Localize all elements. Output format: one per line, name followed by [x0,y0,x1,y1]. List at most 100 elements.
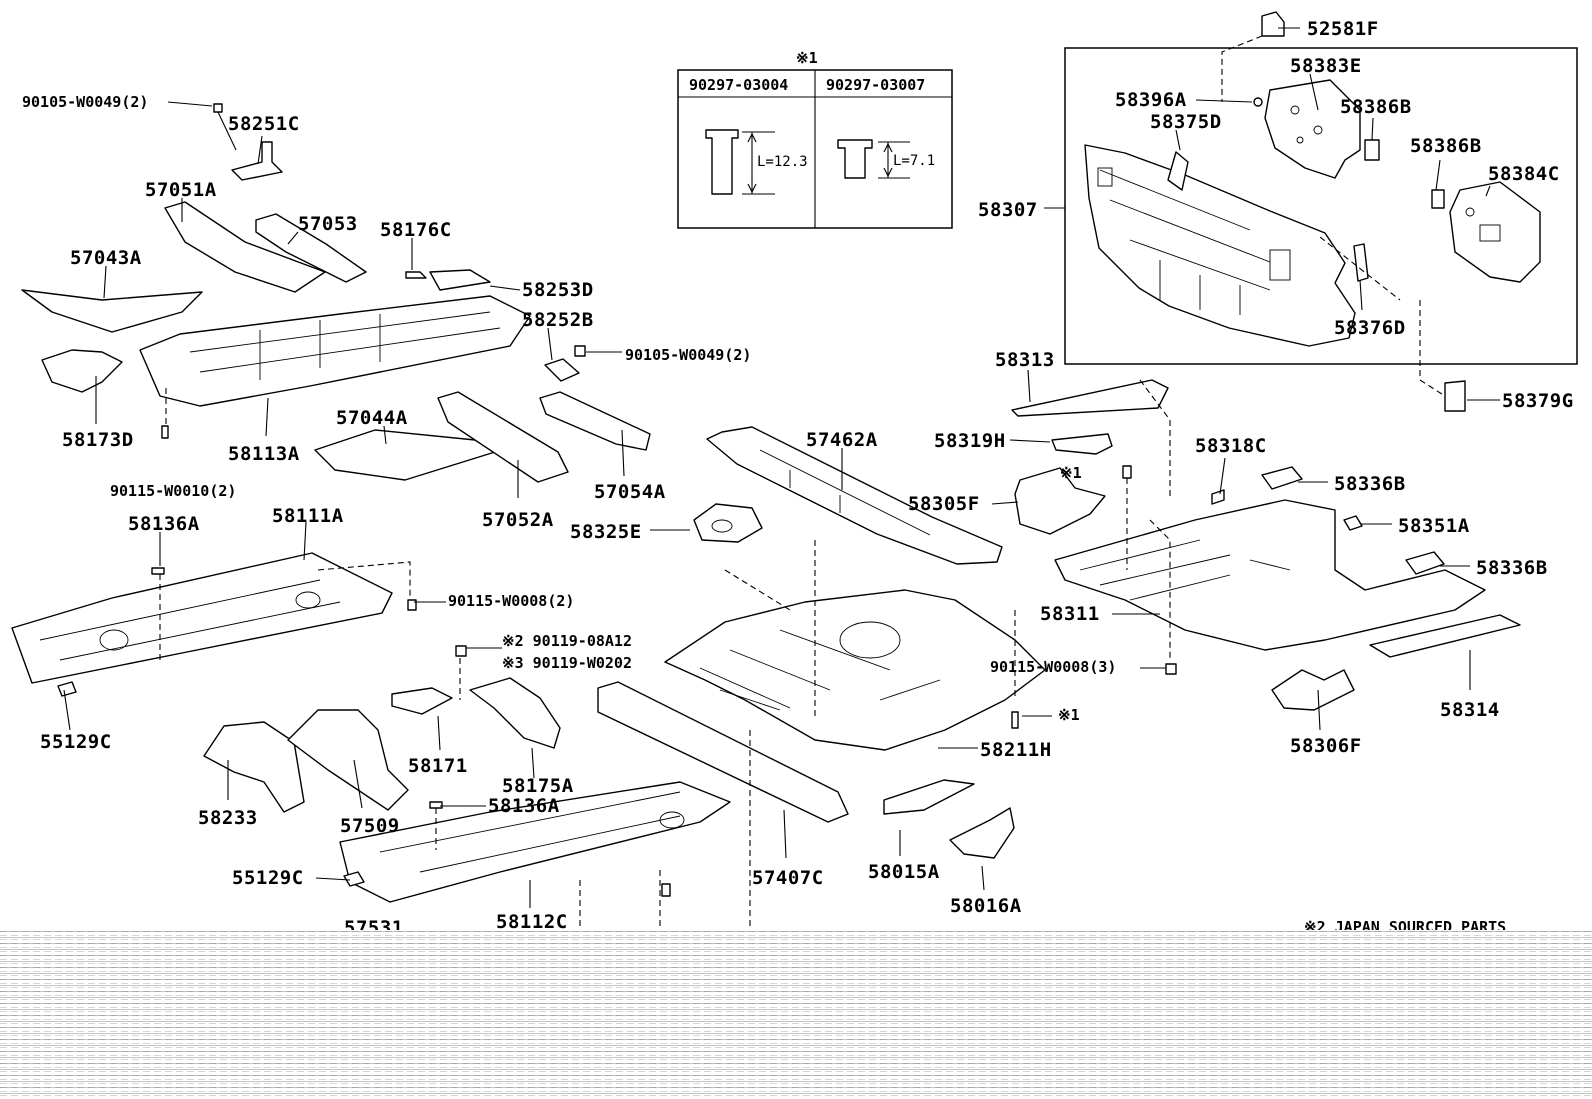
label-52581F: 52581F [1307,18,1379,40]
bolt-mark1-b [1011,711,1019,729]
table-col-2: 90297-03007 [826,76,925,94]
plug-58136A-b [429,801,443,809]
bolt-90105-W0049-a [213,103,223,113]
label-90119-W0202: ※3 90119-W0202 [502,654,632,672]
clip-55129C-a [57,681,77,697]
cap-58379G [1444,380,1466,412]
bolt-90115-W0008-3 [1165,663,1177,675]
label-mark1-a: ※1 [1060,464,1082,482]
bar-58314 [1369,614,1521,658]
label-58016A: 58016A [950,895,1022,917]
bracket-58386B-a [1364,139,1380,161]
label-58375D: 58375D [1150,111,1222,133]
piece-58375D [1167,151,1189,191]
piece-58376D [1353,243,1369,282]
label-55129C-b: 55129C [232,867,304,889]
grommet-58325E [693,503,763,543]
long-clip-icon [705,129,739,195]
label-58379G: 58379G [1502,390,1574,412]
label-58307: 58307 [978,199,1038,221]
bracket-58305F [1014,467,1106,535]
label-90105-W0049-a: 90105-W0049(2) [22,93,148,111]
label-58386B-a: 58386B [1340,96,1412,118]
piece-58313 [1011,379,1169,417]
short-clip-icon [837,139,873,179]
label-57462A: 57462A [806,429,878,451]
label-58306F: 58306F [1290,735,1362,757]
label-58176C: 58176C [380,219,452,241]
label-90115-W0008-3: 90115-W0008(3) [990,658,1116,676]
label-57054A: 57054A [594,481,666,503]
front-floor-58113A [139,295,531,407]
leader-lines [63,27,1500,908]
rear-panel-box [1064,47,1578,365]
floor-58111A [11,552,393,684]
rail-57053 [255,213,367,283]
label-58396A: 58396A [1115,89,1187,111]
label-57053: 57053 [298,213,358,235]
piece-58351A [1343,515,1363,531]
bolt-90105-W0049-b [574,345,586,357]
label-58253D: 58253D [522,279,594,301]
bracket-57509 [287,709,409,811]
label-90115-W0010: 90115-W0010(2) [110,482,236,500]
panel-57044A [314,429,496,481]
label-58318C: 58318C [1195,435,1267,457]
bolt-mark1-a [1122,465,1132,479]
label-58313: 58313 [995,349,1055,371]
rail-57051A [164,201,326,293]
length-short: L=7.1 [893,153,935,169]
label-58383E: 58383E [1290,55,1362,77]
rear-panel-shape [1084,144,1356,347]
label-58336B-b: 58336B [1476,557,1548,579]
bracket-58173D [41,349,123,393]
rear-floor-58311 [1054,499,1486,651]
label-90105-W0049-b: 90105-W0049(2) [625,346,751,364]
piece-58318C [1211,489,1225,505]
label-58319H: 58319H [934,430,1006,452]
label-mark1-b: ※1 [1058,706,1080,724]
label-58112C: 58112C [496,911,568,933]
bracket-58233 [203,721,305,813]
bracket-58015A [883,779,975,815]
label-57509: 57509 [340,815,400,837]
rail-57407C [597,681,849,823]
label-90119-08A12: ※2 90119-08A12 [502,632,632,650]
label-58311: 58311 [1040,603,1100,625]
label-58251C: 58251C [228,113,300,135]
scan-noise-band [0,930,1592,1099]
crossmember-57462A [706,426,1003,565]
label-58336B-a: 58336B [1334,473,1406,495]
label-58376D: 58376D [1334,317,1406,339]
table-col-1: 90297-03004 [689,76,788,94]
label-57044A: 57044A [336,407,408,429]
bracket-58175A [469,677,561,749]
label-58015A: 58015A [868,861,940,883]
clip-58396A [1253,97,1263,107]
bracket-58306F [1271,669,1355,711]
label-58384C: 58384C [1488,163,1560,185]
bracket-58016A [949,807,1015,859]
label-57052A: 57052A [482,509,554,531]
label-58211H: 58211H [980,739,1052,761]
label-58252B: 58252B [522,309,594,331]
label-55129C-a: 55129C [40,731,112,753]
label-58171: 58171 [408,755,468,777]
bracket-58171 [391,687,453,715]
bracket-58253D [429,269,491,291]
part-labels: 52581F 58383E 58396A 58386B 58375D 58386… [22,18,1574,939]
panel-58384C-shape [1449,181,1541,283]
piece-58336B-b [1405,551,1445,575]
center-floor-58211H [664,589,1046,751]
panel-57043A [21,289,203,333]
clip-58176C [405,271,427,279]
label-58136A-a: 58136A [128,513,200,535]
clip-55129C-b [343,871,365,887]
bracket-58252B [544,358,580,382]
label-58233: 58233 [198,807,258,829]
floor-58112C [339,781,731,903]
label-58175A: 58175A [502,775,574,797]
rear-panel-group [1064,47,1578,365]
rail-57052A [437,391,569,483]
